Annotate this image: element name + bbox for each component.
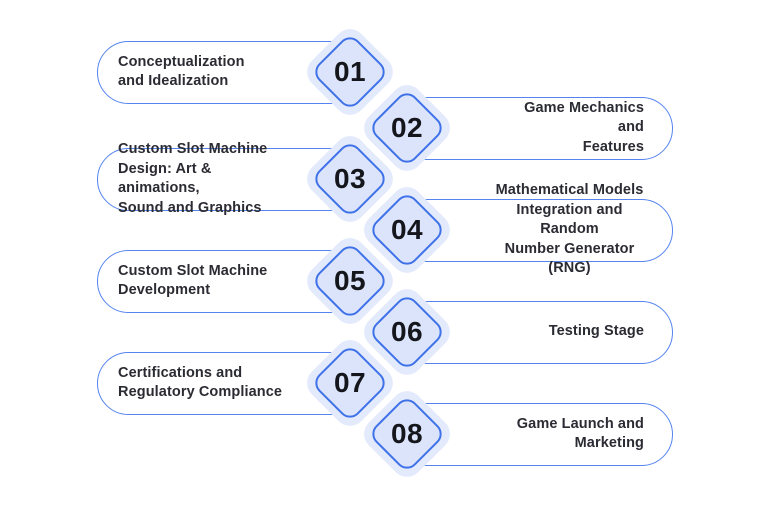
step-7-label: Certifications and Regulatory Compliance (118, 364, 283, 401)
step-1-label: Conceptualization and Idealization (118, 53, 245, 90)
step-7-number: 07 (333, 367, 367, 398)
step-5-number: 05 (333, 265, 367, 296)
step-6-number: 06 (390, 316, 424, 347)
step-5-label: Custom Slot Machine Development (118, 262, 268, 299)
step-8-label: Game Launch and Marketing (516, 415, 644, 452)
step-4-label: Mathematical Models Integration and Rand… (495, 182, 644, 277)
step-2-label: Game Mechanics and Features (524, 99, 644, 155)
step-8-number: 08 (390, 418, 424, 449)
step-2-pill: Game Mechanics and Features (389, 96, 673, 160)
step-4-number: 04 (390, 214, 424, 245)
step-3-label: Custom Slot Machine Design: Art & animat… (118, 141, 268, 216)
step-6-label: Testing Stage (548, 323, 644, 340)
step-2-number: 02 (390, 112, 424, 143)
step-1-number: 01 (333, 56, 367, 87)
step-3-number: 03 (333, 163, 367, 194)
